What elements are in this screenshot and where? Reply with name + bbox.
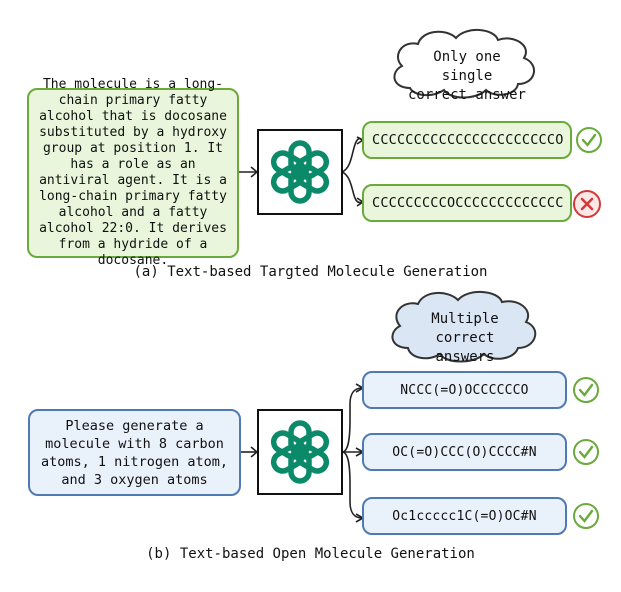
answer-a-1-text: CCCCCCCCCCCCCCCCCCCCCCO bbox=[372, 132, 564, 148]
panel-a-prompt-text: The molecule is a long-chain primary fat… bbox=[39, 77, 227, 268]
cloud-a-line1: Only one single bbox=[433, 49, 501, 84]
answer-b-2-text: OC(=O)CCC(O)CCCC#N bbox=[392, 444, 537, 460]
cloud-b-shape bbox=[391, 291, 537, 363]
answer-a-2-text: CCCCCCCCCOCCCCCCCCCCCCC bbox=[372, 195, 564, 211]
cloud-b-text: Multiple correct answers bbox=[404, 310, 526, 367]
answer-b-1-text: NCCC(=O)OCCCCCCO bbox=[400, 382, 529, 398]
model-b bbox=[257, 409, 343, 495]
check-circle-icon bbox=[572, 376, 600, 404]
model-a bbox=[257, 129, 343, 215]
cloud-a-text: Only one single correct answer bbox=[404, 48, 530, 105]
answer-a-1: CCCCCCCCCCCCCCCCCCCCCCO bbox=[362, 121, 572, 159]
panel-a-prompt-box: The molecule is a long-chain primary fat… bbox=[27, 77, 239, 268]
openai-logo-icon bbox=[270, 420, 330, 484]
cloud-b-line1: Multiple correct bbox=[431, 311, 499, 346]
cloud-a-line2: correct answer bbox=[407, 87, 526, 103]
answer-b-2: OC(=O)CCC(O)CCCC#N bbox=[362, 433, 567, 471]
panel-b-prompt-box: Please generate a molecule with 8 carbon… bbox=[28, 409, 241, 496]
answer-b-3-text: Oc1ccccc1C(=O)OC#N bbox=[392, 508, 537, 524]
panel-a-caption: (a) Text-based Targted Molecule Generati… bbox=[133, 264, 488, 280]
panel-b-caption: (b) Text-based Open Molecule Generation bbox=[146, 546, 475, 562]
panel-b-prompt-text: Please generate a molecule with 8 carbon… bbox=[41, 417, 228, 488]
cloud-a-shape bbox=[393, 29, 535, 99]
check-circle-icon bbox=[575, 126, 603, 154]
answer-b-1: NCCC(=O)OCCCCCCO bbox=[362, 371, 567, 409]
check-circle-icon bbox=[572, 502, 600, 530]
answer-a-2: CCCCCCCCCOCCCCCCCCCCCCC bbox=[362, 184, 572, 222]
x-circle-icon bbox=[572, 189, 602, 219]
check-circle-icon bbox=[572, 438, 600, 466]
openai-logo-icon bbox=[270, 140, 330, 204]
cloud-b-line2: answers bbox=[435, 349, 495, 365]
answer-b-3: Oc1ccccc1C(=O)OC#N bbox=[362, 497, 567, 535]
